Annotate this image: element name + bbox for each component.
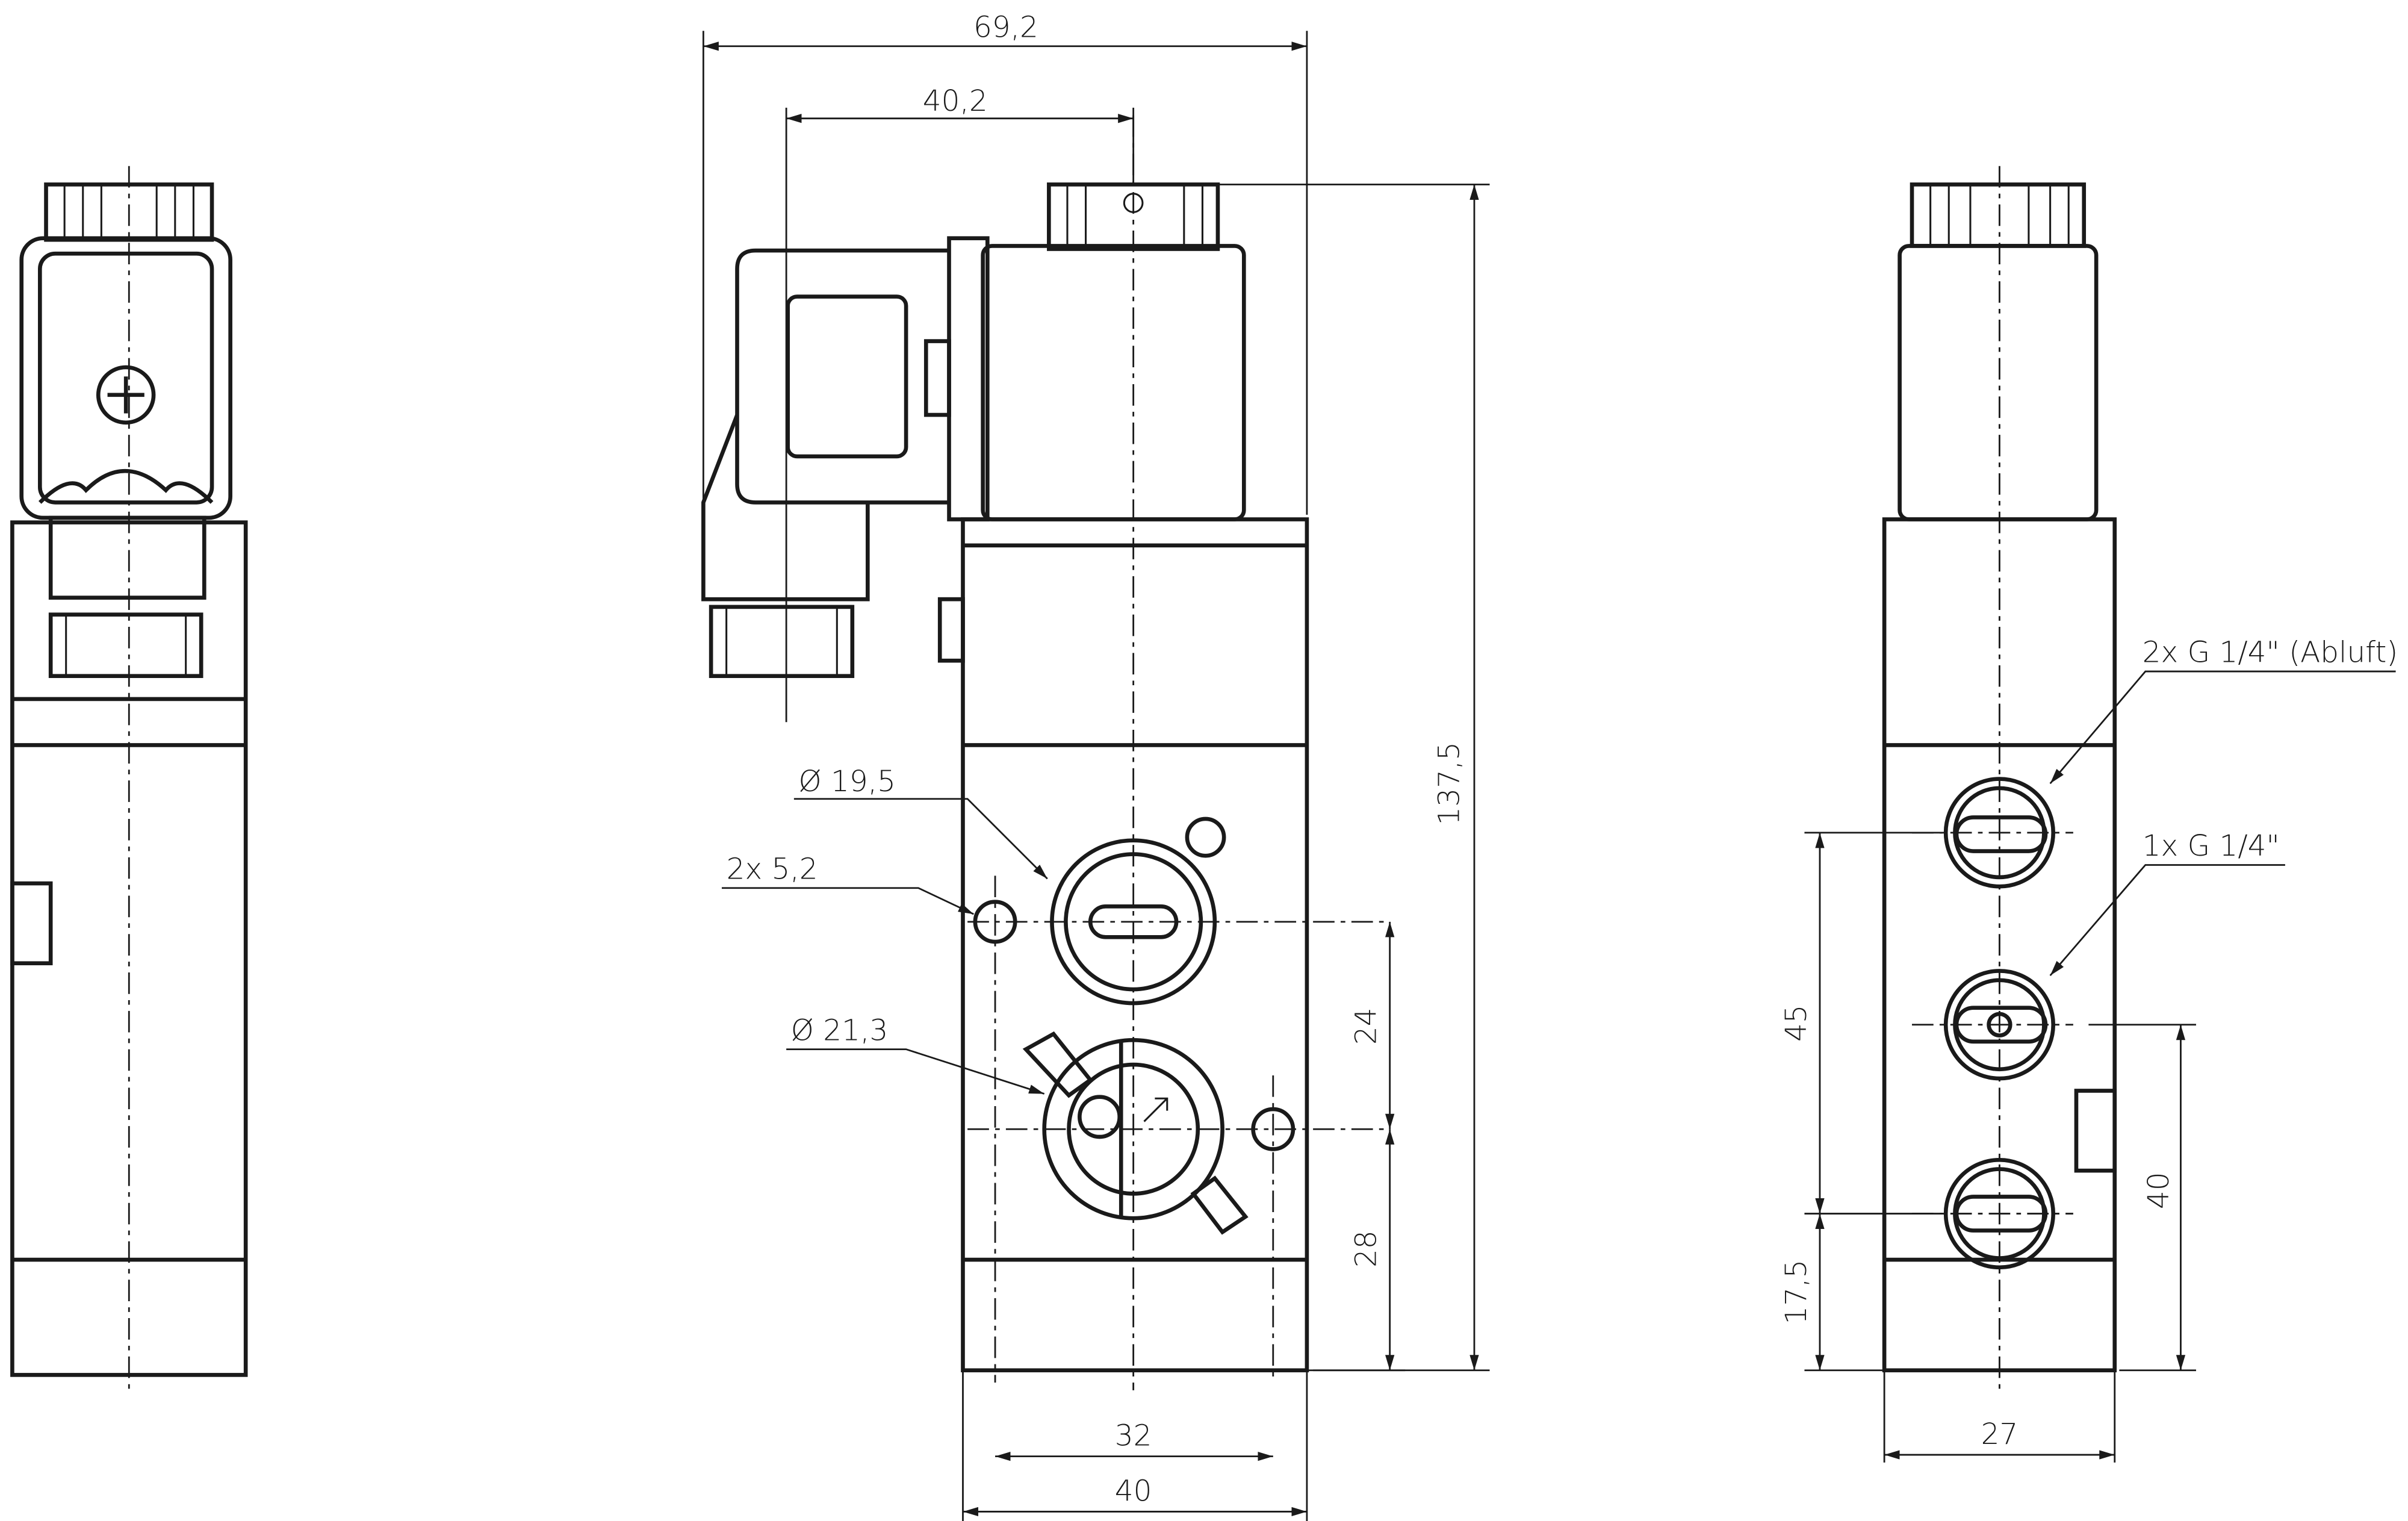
dimension-labels: 69,2 40,2 137,5 Ø 19,5 2x 5,2 Ø 21,3 24 … — [727, 10, 2398, 1508]
left-side-view — [10, 166, 248, 1395]
dim-overall-height: 137,5 — [1432, 742, 1466, 826]
dim-port-diameter-upper: Ø 19,5 — [799, 765, 896, 798]
dim-port-diameter-lower: Ø 21,3 — [791, 1013, 888, 1047]
dim-vertical-lower: 28 — [1350, 1230, 1383, 1268]
dim-connector-offset: 40,2 — [923, 84, 988, 118]
dim-mounting-holes: 2x 5,2 — [727, 852, 818, 886]
callout-exhaust-ports: 2x G 1/4" (Abluft) — [2143, 636, 2398, 670]
dimension-lines — [702, 31, 2396, 1521]
dim-vertical-upper: 24 — [1350, 1007, 1383, 1045]
screw-icon — [96, 365, 156, 425]
front-view — [701, 115, 1390, 1390]
dim-horizontal-holes: 32 — [1115, 1419, 1152, 1453]
dim-overall-width: 69,2 — [973, 10, 1038, 44]
callout-supply-port: 1x G 1/4" — [2143, 829, 2280, 863]
dim-port-height-bottom: 17,5 — [1780, 1260, 1813, 1325]
arrow-icon — [1143, 1097, 1168, 1122]
dim-port-height-right: 40 — [2142, 1172, 2176, 1209]
dim-body-width-front: 40 — [1115, 1475, 1152, 1508]
right-side-view — [1882, 166, 2117, 1395]
dim-body-width-side: 27 — [1981, 1417, 2019, 1451]
dim-port-spacing: 45 — [1780, 1004, 1813, 1042]
